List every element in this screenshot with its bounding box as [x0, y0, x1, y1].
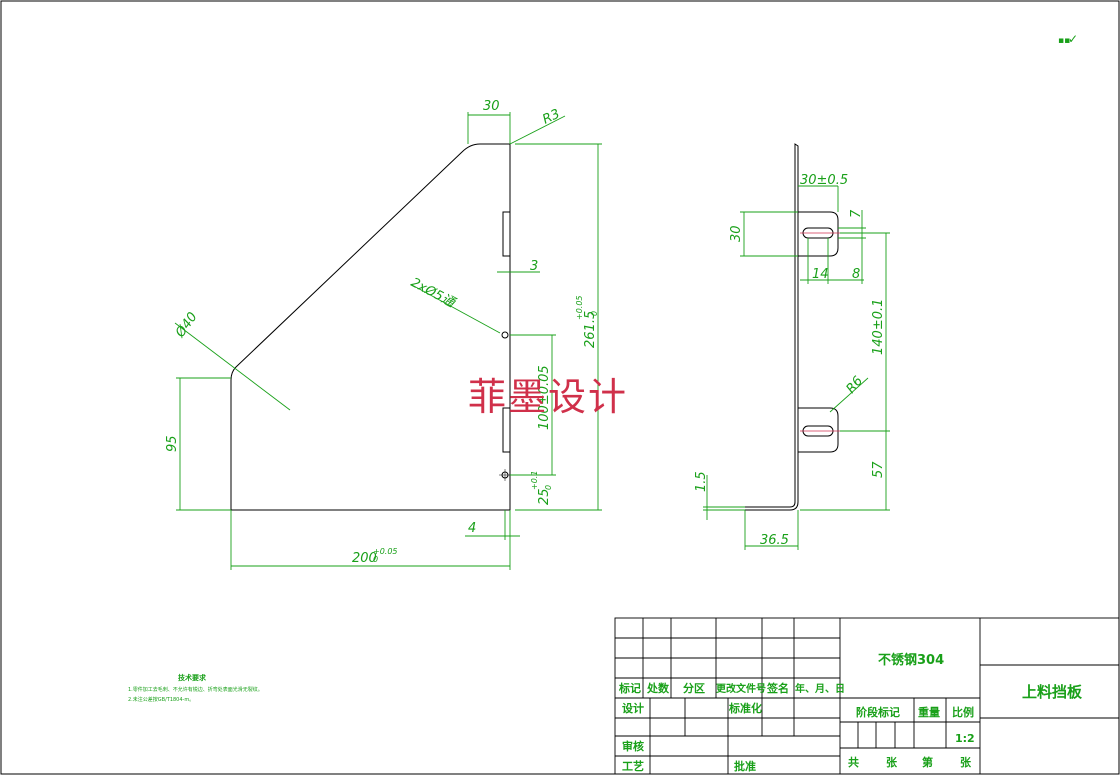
mount-hole-top: [501, 331, 509, 339]
scale-value: 1:2: [955, 732, 975, 745]
dim-total-height: 261.5: [583, 311, 598, 348]
svg-text:张: 张: [886, 755, 898, 769]
side-view-dimensions: 30±0.5 7 30 14 8 140±0.1 R6 57 1.5: [694, 173, 890, 550]
svg-text:共: 共: [848, 755, 859, 769]
svg-text:1.零件加工去毛刺、不允许有锐边、折弯处表面光滑无裂纹。: 1.零件加工去毛刺、不允许有锐边、折弯处表面光滑无裂纹。: [128, 686, 263, 693]
svg-text:分区: 分区: [683, 681, 705, 695]
svg-text:技术要求: 技术要求: [178, 673, 207, 682]
material: 不锈钢304: [878, 652, 944, 668]
dim-bottom-hole-tol2: 0: [544, 485, 553, 490]
dim-thickness: 1.5: [694, 471, 709, 492]
watermark: 菲墨设计: [468, 375, 628, 419]
svg-text:年、月、日: 年、月、日: [795, 682, 845, 695]
svg-text:阶段标记: 阶段标记: [856, 705, 900, 719]
upper-slot-ear: [798, 211, 839, 257]
dim-top-width: 30: [483, 99, 500, 114]
dim-corner-radius: R3: [540, 107, 562, 128]
svg-text:标记: 标记: [618, 681, 641, 695]
svg-text:标准化: 标准化: [728, 701, 762, 715]
dim-total-width: 200: [352, 551, 377, 566]
dim-hole-spacing: 100±0.05: [537, 365, 552, 430]
svg-text:批准: 批准: [734, 759, 756, 773]
lower-tab: [502, 407, 510, 453]
svg-text:更改文件号: 更改文件号: [716, 682, 766, 695]
dim-left-height: 95: [165, 435, 180, 452]
title-block: 不锈钢304 上料挡板 标记 处数 分区 更改文件号 签名 年、月、日 设计 标…: [614, 617, 1120, 775]
dim-hole-spec: 2xØ5通: [408, 275, 459, 311]
dim-bottom-pos: 57: [871, 461, 886, 478]
dim-slot-radius: R6: [844, 374, 867, 397]
dim-total-width-tol: +0.05: [373, 547, 398, 556]
dim-slot-edge: 8: [852, 267, 860, 282]
dim-bottom-offset: 4: [468, 521, 476, 536]
svg-text:✓: ✓: [1068, 32, 1078, 46]
svg-text:第: 第: [922, 755, 933, 769]
tech-notes: 技术要求 1.零件加工去毛刺、不允许有锐边、折弯处表面光滑无裂纹。 2.未注公差…: [128, 673, 263, 703]
dim-slot-height: 30: [729, 225, 744, 242]
dim-tab-offset: 3: [530, 259, 538, 274]
front-view-outline: [230, 143, 511, 511]
upper-tab: [502, 211, 510, 257]
dim-bottom-hole-tol: +0.1: [530, 471, 539, 490]
svg-text:重量: 重量: [918, 705, 940, 719]
dim-slot-spacing: 140±0.1: [871, 299, 886, 355]
dim-flange: 36.5: [760, 533, 789, 548]
dim-total-width-tol2: 0: [373, 555, 378, 564]
dim-arc-dia: Ø40: [172, 310, 200, 341]
dim-slot-width-v: 7: [849, 209, 864, 218]
svg-text:2.未注公差按GB/T1804-m。: 2.未注公差按GB/T1804-m。: [128, 696, 194, 703]
svg-text:张: 张: [960, 755, 972, 769]
svg-text:工艺: 工艺: [622, 759, 644, 773]
front-view: [230, 143, 511, 511]
svg-text:设计: 设计: [622, 701, 644, 715]
dim-total-height-tol2: 0: [590, 311, 599, 316]
dim-slot-length: 14: [812, 267, 829, 282]
svg-text:处数: 处数: [646, 681, 670, 695]
part-name: 上料挡板: [1022, 683, 1083, 701]
surface-roughness-symbol: ▪▪ ✓: [1058, 32, 1078, 46]
side-view-outline: [707, 143, 799, 511]
svg-text:▪▪: ▪▪: [1058, 36, 1070, 46]
dim-slot-pos: 30±0.5: [800, 173, 848, 188]
side-view: [707, 143, 840, 511]
dim-bottom-hole: 25: [537, 488, 552, 505]
svg-text:比例: 比例: [952, 705, 974, 719]
svg-text:审核: 审核: [622, 739, 644, 753]
lower-slot-ear: [798, 407, 839, 453]
svg-text:签名: 签名: [766, 681, 789, 695]
dim-total-height-tol: +0.05: [575, 295, 584, 320]
